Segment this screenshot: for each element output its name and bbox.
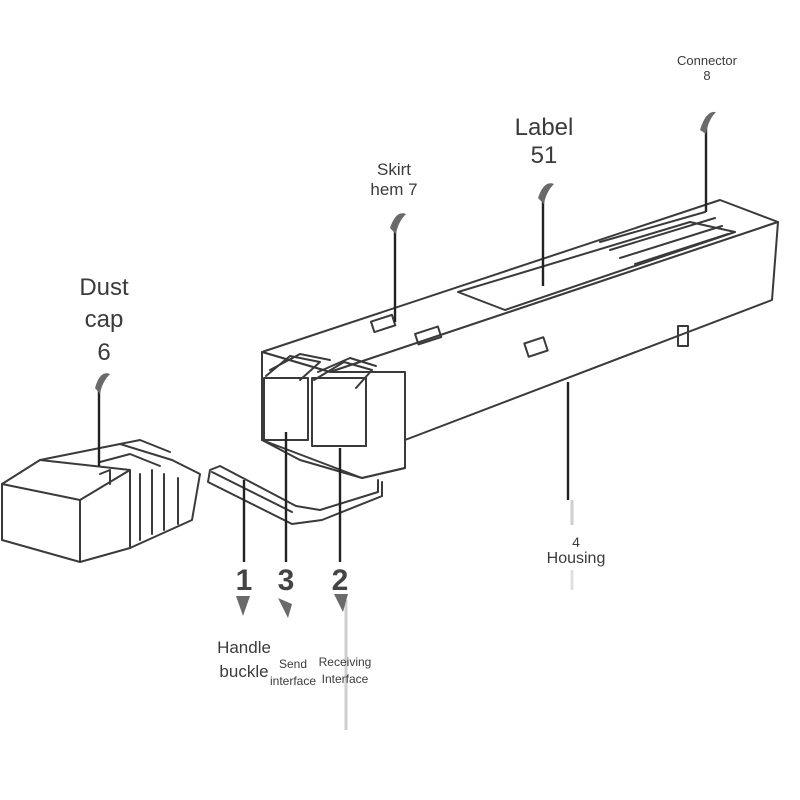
side-slot xyxy=(523,336,549,358)
pointer-send xyxy=(278,598,292,618)
connector-label-name: Connector xyxy=(677,53,737,68)
send-label: Send interface xyxy=(266,656,320,691)
connector-label: Connector 8 xyxy=(672,53,742,84)
handle-label: Handle buckle xyxy=(212,636,276,684)
label-label: Label 51 xyxy=(500,114,588,169)
pointer-receive xyxy=(334,594,348,612)
pointer-dust-cap xyxy=(95,373,110,394)
receiving-label-line2: Interface xyxy=(321,672,369,687)
dust-cap-label-number: 6 xyxy=(97,338,111,366)
number-receive: 2 xyxy=(331,564,349,597)
send-label-line1: Send xyxy=(278,657,308,671)
label-label-number: 51 xyxy=(530,141,558,169)
handle-label-line1: Handle xyxy=(217,638,271,657)
receiving-label: Receiving Interface xyxy=(314,654,376,689)
skirt-slot xyxy=(369,313,397,334)
connector-label-number: 8 xyxy=(703,67,711,83)
label-label-name: Label xyxy=(514,114,574,141)
receiving-label-line1: Receiving xyxy=(318,655,372,669)
number-send: 3 xyxy=(277,564,295,597)
pointer-connector xyxy=(700,111,716,134)
housing-label: 4 Housing xyxy=(536,534,616,568)
label-area xyxy=(457,221,736,311)
top-slot-2 xyxy=(414,325,443,346)
send-label-line2: interface xyxy=(269,674,317,689)
side-slot-2 xyxy=(677,325,689,347)
skirt-label-line1: Skirt xyxy=(377,160,411,179)
dust-cap-label-line1: Dust xyxy=(79,274,129,301)
housing-label-name: Housing xyxy=(546,550,606,568)
pointer-handle xyxy=(236,596,250,616)
pointer-label xyxy=(538,183,554,204)
housing-label-number: 4 xyxy=(572,534,580,550)
number-handle: 1 xyxy=(235,564,253,597)
port-receive xyxy=(311,377,367,447)
skirt-label-line2: hem 7 xyxy=(370,179,418,199)
pointer-skirt xyxy=(390,213,406,234)
dust-cap-label-line2: cap xyxy=(84,306,124,334)
skirt-label: Skirt hem 7 xyxy=(356,160,432,199)
dust-cap-label: Dust cap 6 xyxy=(64,272,144,369)
handle-label-line2: buckle xyxy=(219,661,269,681)
